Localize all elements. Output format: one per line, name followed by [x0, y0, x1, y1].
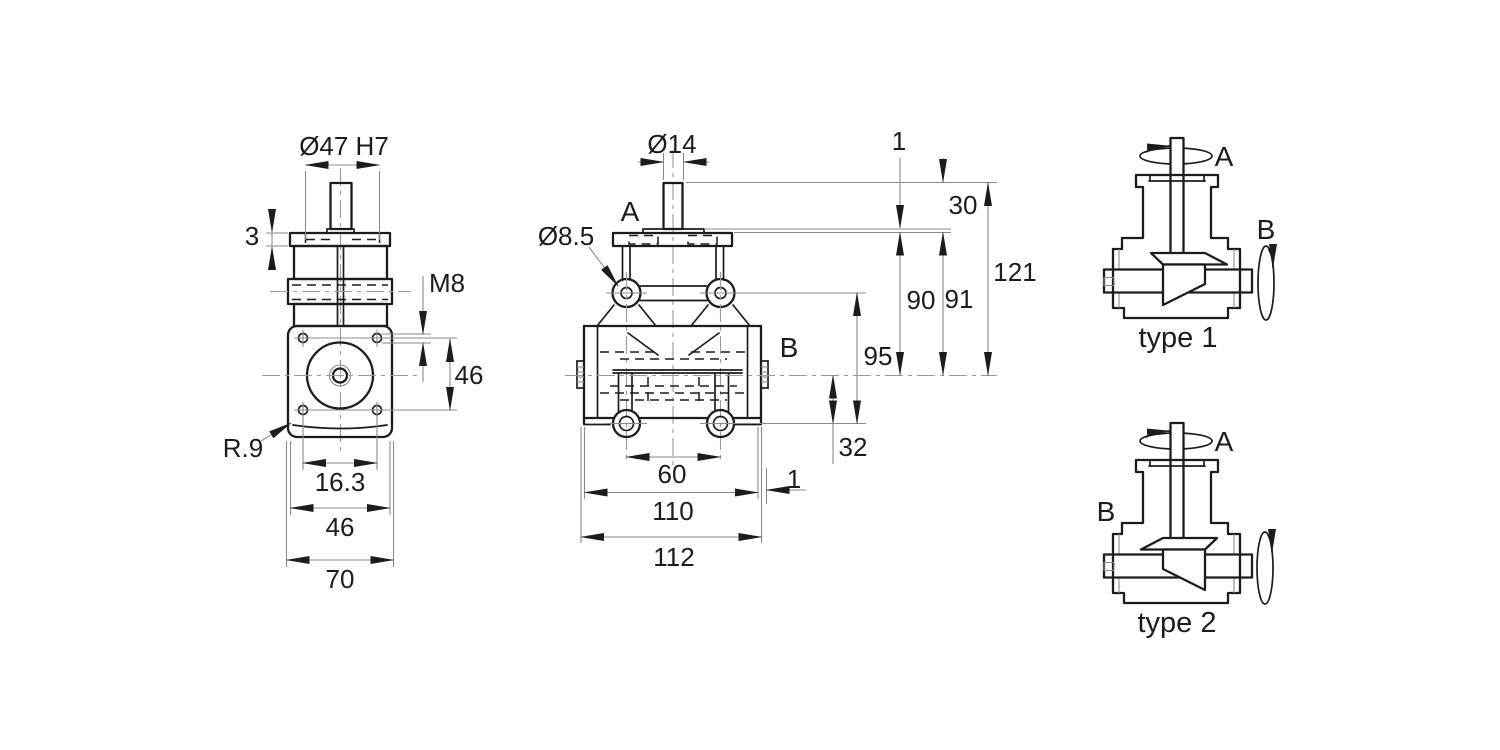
type2-axis-a: A [1215, 426, 1234, 457]
bevel-gear-cone [1161, 263, 1207, 307]
dim-step-right: 1 [787, 464, 801, 494]
front-view-dimensions: Ø14 Ø8.5 1 90 30 91 121 95 32 60 [538, 126, 1037, 572]
type1-caption: type 1 [1139, 322, 1218, 354]
rotation-b-ellipse [1257, 245, 1275, 321]
side-view [262, 168, 457, 470]
dim-shaft-length: 30 [949, 190, 978, 220]
type1-schematic: A B type 1 [1102, 136, 1277, 354]
dim-hole-dia: Ø8.5 [538, 221, 594, 251]
front-view: A B [565, 150, 997, 465]
dim-hole-span: 95 [864, 341, 893, 371]
dim-thread: M8 [429, 268, 465, 298]
bevel-gear-top-face [1149, 251, 1229, 266]
rotation-b-ellipse [1256, 531, 1274, 605]
dim-overall-height: 121 [993, 257, 1036, 287]
bevel-gear-cone [1161, 548, 1207, 592]
side-view-dimensions: Ø47 H7 3 M8 46 R.9 16.3 46 70 [223, 131, 484, 594]
dim-overall-width-front: 112 [653, 542, 694, 572]
type2-axis-b: B [1097, 496, 1116, 527]
type1-axis-a: A [1215, 141, 1234, 172]
dim-bolt-spacing-vertical: 46 [455, 360, 484, 390]
dim-body-width: 110 [652, 496, 693, 526]
dim-flange-thickness: 3 [245, 221, 259, 251]
type2-schematic: A B type 2 [1097, 421, 1276, 639]
axis-b-label: B [780, 332, 799, 363]
dim-slot-width: 16.3 [315, 467, 366, 497]
dim-flange-width: 46 [326, 512, 355, 542]
bevel-gear-top-face [1139, 536, 1219, 551]
axis-a-label: A [621, 196, 640, 227]
dim-step-top: 1 [892, 126, 906, 156]
dim-height-90: 90 [907, 285, 936, 315]
dim-spigot-dia: Ø47 H7 [299, 131, 389, 161]
dim-corner-radius: R.9 [223, 433, 263, 463]
rotation-b-arrow-icon [1267, 528, 1276, 553]
dim-foot-height: 32 [839, 432, 868, 462]
rotation-a-arrow-icon [1145, 428, 1171, 438]
dim-overall-width: 70 [326, 564, 355, 594]
dim-bolt-span: 60 [658, 459, 687, 489]
dim-shaft-dia: Ø14 [647, 129, 696, 159]
type2-caption: type 2 [1138, 607, 1217, 639]
rotation-b-arrow-icon [1268, 243, 1277, 268]
type1-axis-b: B [1257, 214, 1276, 245]
rotation-a-arrow-icon [1145, 143, 1171, 153]
dim-height-91: 91 [945, 284, 974, 314]
